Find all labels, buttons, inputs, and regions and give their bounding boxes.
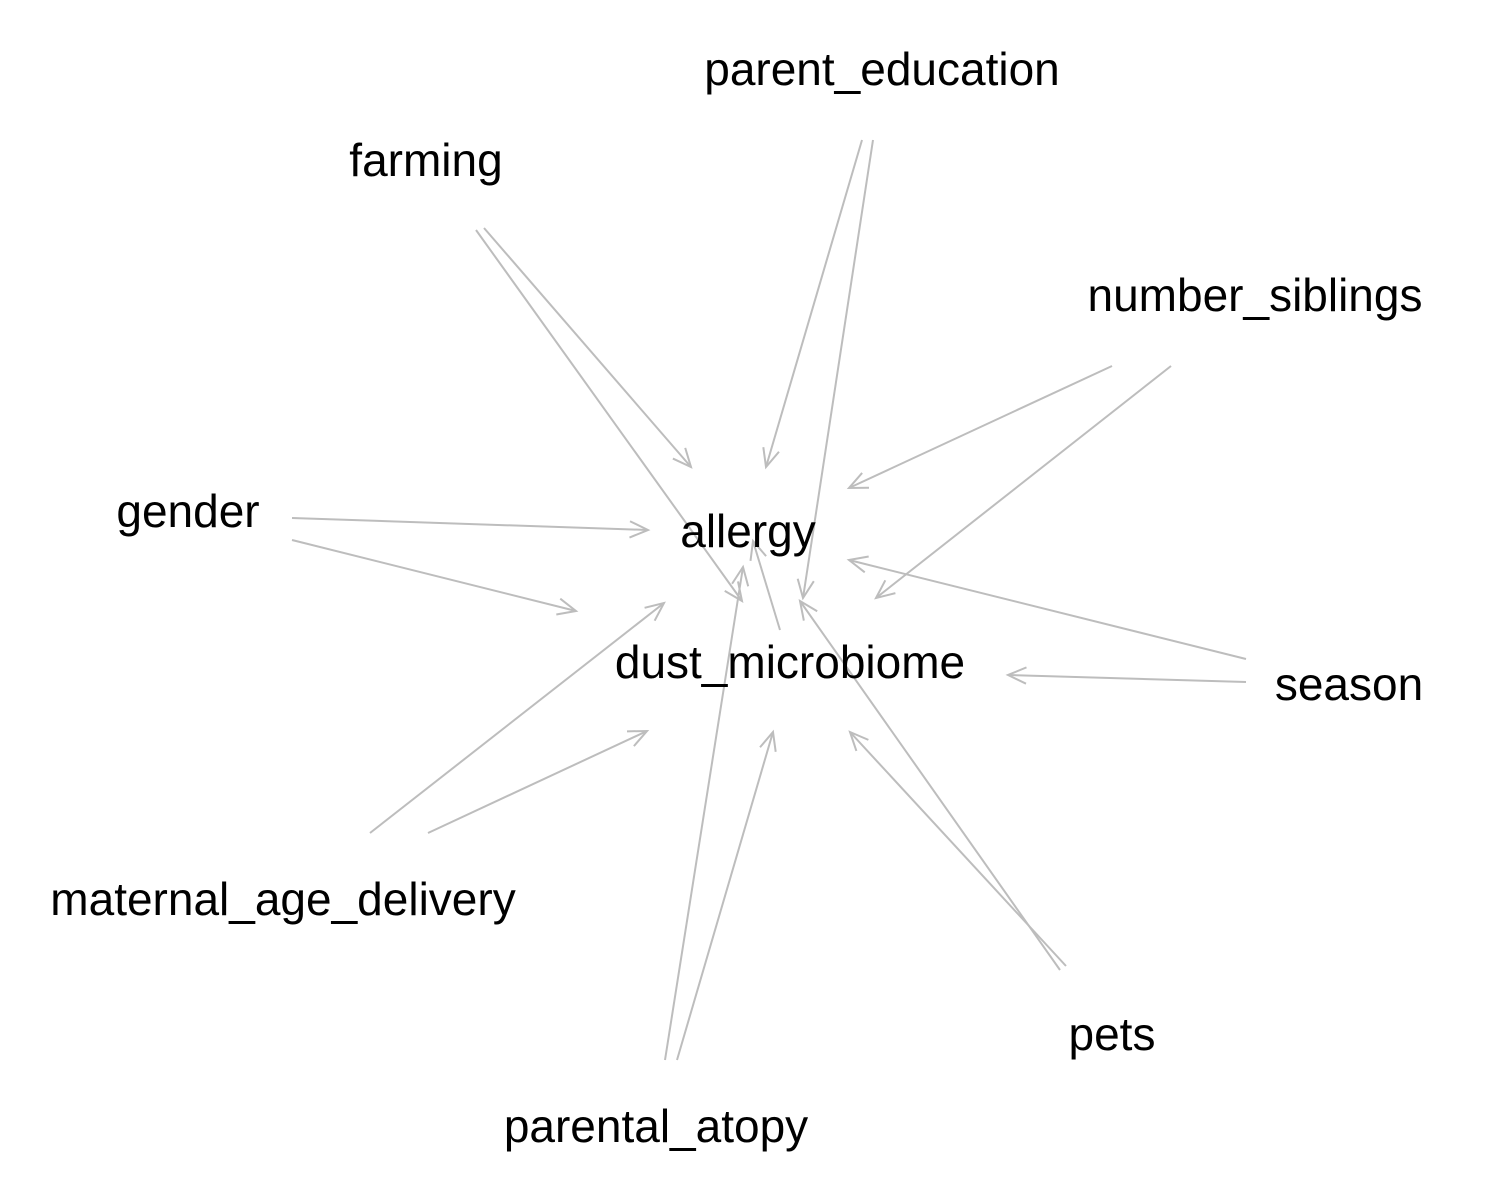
node-dust-microbiome: dust_microbiome	[615, 636, 965, 688]
arrowhead	[1005, 666, 1027, 685]
arrowhead	[629, 520, 651, 539]
edge-pets-to-dust-microbiome	[848, 730, 1067, 967]
edge-farming-to-allergy	[483, 227, 693, 469]
node-layer: allergy dust_microbiome parent_education…	[50, 43, 1423, 1152]
node-allergy: allergy	[680, 505, 816, 557]
edge-season-to-dust-microbiome	[1005, 666, 1247, 685]
node-pets: pets	[1069, 1008, 1156, 1060]
edge-dust-microbiome-to-allergy	[749, 538, 781, 631]
edge-gender-to-dust-microbiome	[291, 539, 579, 616]
node-season: season	[1275, 658, 1423, 710]
arrowhead	[848, 730, 869, 752]
arrowhead	[796, 578, 815, 601]
arrowhead	[874, 579, 896, 600]
edge-number-siblings-to-dust-microbiome	[874, 365, 1172, 600]
edge-maternal-age-delivery-to-dust-microbiome	[427, 729, 650, 834]
arrowhead	[626, 729, 650, 747]
edge-maternal-age-delivery-to-allergy	[369, 601, 666, 834]
arrowhead	[846, 472, 870, 490]
arrowhead	[762, 447, 780, 470]
node-maternal-age-delivery: maternal_age_delivery	[50, 873, 515, 925]
arrowhead	[644, 601, 666, 622]
edge-gender-to-allergy	[291, 517, 651, 539]
arrowhead	[846, 555, 869, 574]
node-gender: gender	[116, 485, 259, 537]
edge-parent-education-to-allergy	[762, 139, 863, 470]
edge-layer	[291, 139, 1247, 1061]
node-farming: farming	[349, 134, 502, 186]
arrowhead	[731, 564, 750, 587]
arrowhead	[798, 598, 818, 621]
arrowhead	[672, 447, 693, 469]
edge-parental-atopy-to-dust-microbiome	[676, 729, 777, 1061]
edge-season-to-allergy	[846, 555, 1247, 660]
edge-parent-education-to-dust-microbiome	[796, 139, 874, 601]
arrowhead	[749, 538, 767, 561]
edge-parental-atopy-to-allergy	[664, 564, 750, 1061]
arrowhead	[556, 597, 579, 616]
edge-number-siblings-to-allergy	[846, 365, 1113, 490]
node-number-siblings: number_siblings	[1088, 269, 1423, 321]
arrowhead	[759, 729, 777, 752]
node-parental-atopy: parental_atopy	[504, 1100, 808, 1152]
edge-pets-to-allergy	[798, 598, 1061, 971]
node-parent-education: parent_education	[704, 43, 1060, 95]
